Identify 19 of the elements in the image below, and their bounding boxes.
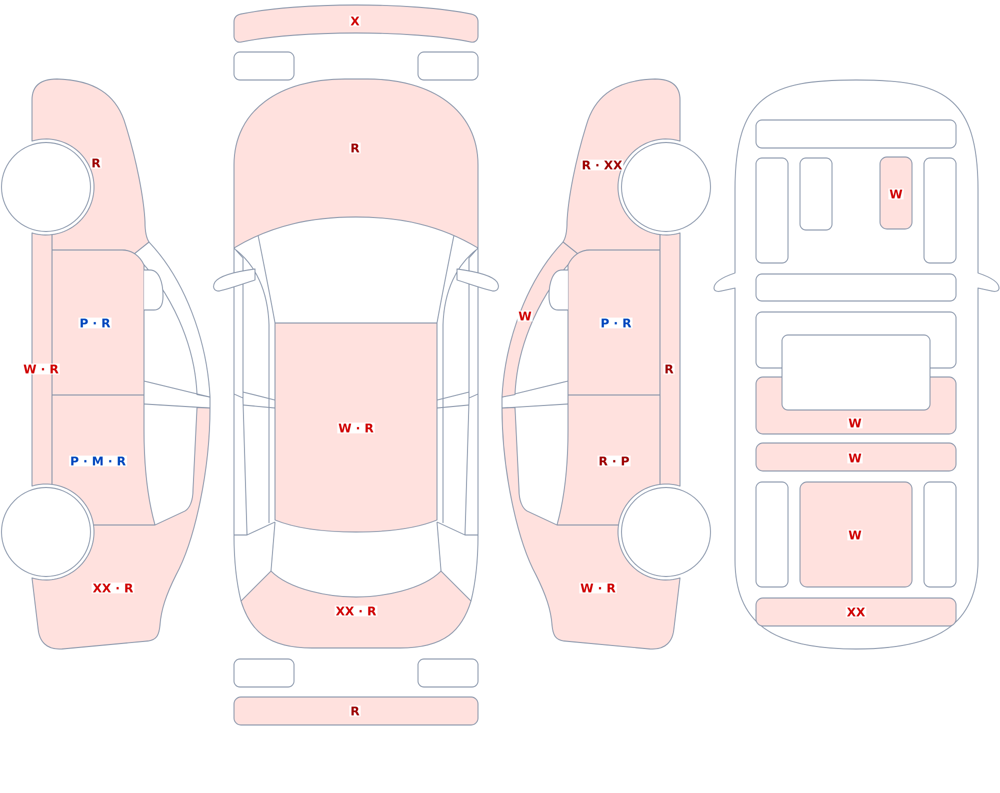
interior-panel	[756, 158, 788, 264]
interior-panel: XX	[756, 598, 956, 626]
interior-panel	[756, 274, 956, 302]
interior-panel	[924, 482, 956, 588]
lamp-outline	[234, 52, 294, 80]
body-panel: X	[234, 4, 478, 43]
body-panel: XX · R	[240, 570, 472, 648]
interior-panel	[800, 158, 832, 230]
interior-panel: W	[800, 482, 912, 588]
interior-panel	[756, 482, 788, 588]
interior-panel	[782, 334, 930, 410]
lamp-outline	[234, 658, 294, 688]
lamp-outline	[418, 52, 478, 80]
interior-panel	[756, 120, 956, 148]
lamp-outline	[418, 658, 478, 688]
interior-panel: W	[880, 156, 912, 230]
interior-panel: W	[756, 442, 956, 472]
interior-panel	[924, 158, 956, 264]
body-panel: R	[234, 696, 478, 726]
